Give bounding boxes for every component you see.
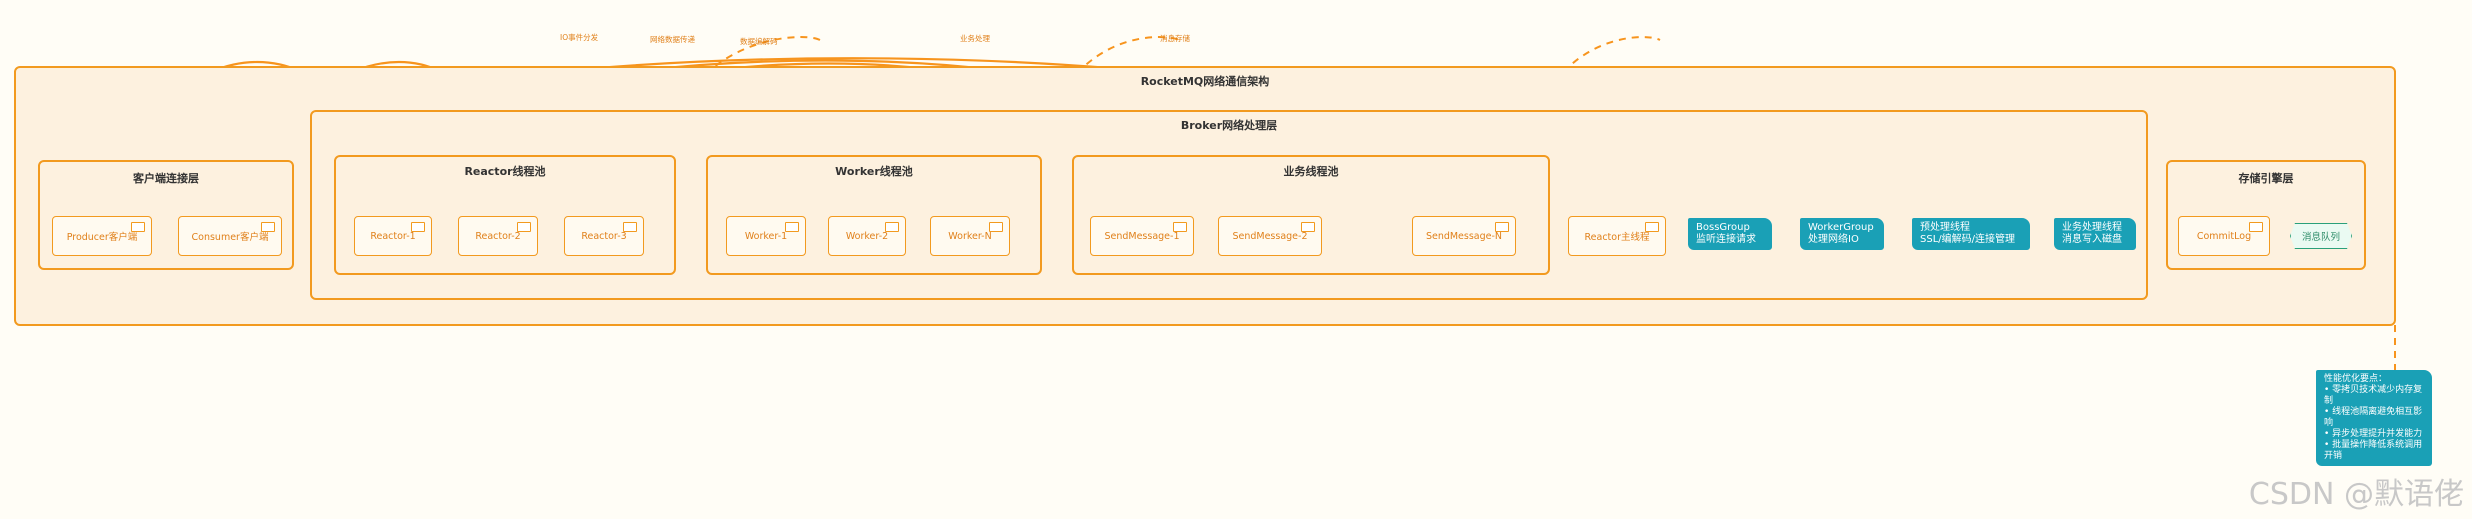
producer-client[interactable]: Producer客户端 [52,216,152,256]
note-line: • 批量操作降低系统调用开销 [2324,440,2423,461]
layer-worker-pool: Worker线程池 [706,155,1042,275]
worker-2[interactable]: Worker-2 [828,216,906,256]
component-label: Reactor-2 [475,230,521,242]
note-line: 预处理线程 [1920,222,1970,233]
note-line: 处理网络IO [1808,234,1859,245]
component-label: Producer客户端 [66,232,138,243]
edge-label: 消息存储 [1160,34,1190,43]
note-line: 监听连接请求 [1696,234,1756,245]
component-label: 消息队列 [2301,232,2340,243]
component-label: SendMessage-1 [1104,230,1180,242]
component-label: Reactor-3 [581,230,627,242]
component-label: Reactor-1 [370,230,416,242]
note-line: • 零拷贝技术减少内存复制 [2324,385,2423,406]
component-icon [989,222,1003,232]
component-icon [623,222,637,232]
consumer-client[interactable]: Consumer客户端 [178,216,282,256]
note-line: • 异步处理提升并发能力 [2324,429,2423,439]
component-icon [1495,222,1509,232]
note-line: 消息写入磁盘 [2062,234,2122,245]
send-message-1[interactable]: SendMessage-1 [1090,216,1194,256]
reactor-1[interactable]: Reactor-1 [354,216,432,256]
component-icon [885,222,899,232]
edge-label: 业务处理 [960,34,990,43]
note-line: 性能优化要点： [2324,374,2388,384]
reactor-main-thread[interactable]: Reactor主线程 [1568,216,1666,256]
layer-title: Broker网络处理层 [1180,119,1278,132]
worker-1[interactable]: Worker-1 [726,216,806,256]
component-label: CommitLog [2196,230,2252,242]
note-preprocess: 预处理线程 SSL/编解码/连接管理 [1912,218,2030,250]
component-label: Worker-1 [744,230,788,242]
component-label: SendMessage-2 [1232,230,1308,242]
component-icon [785,222,799,232]
send-message-n[interactable]: SendMessage-N [1412,216,1516,256]
component-label: SendMessage-N [1425,230,1503,242]
watermark: CSDN @默语佬 [2248,477,2464,512]
note-performance: 性能优化要点： • 零拷贝技术减少内存复制 • 线程池隔离避免相互影响 • 异步… [2316,370,2432,466]
layer-title: 业务线程池 [1283,165,1339,178]
component-label: Worker-2 [845,230,889,242]
note-line: BossGroup [1696,222,1750,233]
layer-reactor-pool: Reactor线程池 [334,155,676,275]
component-label: Reactor主线程 [1584,232,1650,243]
edge-label: IO事件分发 [560,33,599,42]
layer-title: 客户端连接层 [133,172,199,185]
component-icon [517,222,531,232]
send-message-2[interactable]: SendMessage-2 [1218,216,1322,256]
note-line: 业务处理线程 [2062,222,2122,233]
layer-title: 存储引擎层 [2238,172,2294,185]
note-bossgroup: BossGroup 监听连接请求 [1688,218,1772,250]
worker-n[interactable]: Worker-N [930,216,1010,256]
reactor-2[interactable]: Reactor-2 [458,216,538,256]
component-icon [411,222,425,232]
component-icon [1173,222,1187,232]
note-business: 业务处理线程 消息写入磁盘 [2054,218,2136,250]
reactor-3[interactable]: Reactor-3 [564,216,644,256]
layer-business-pool: 业务线程池 [1072,155,1550,275]
note-workergroup: WorkerGroup 处理网络IO [1800,218,1884,250]
component-icon [1301,222,1315,232]
component-icon [261,222,275,232]
note-line: WorkerGroup [1808,222,1874,233]
component-icon [2249,222,2263,232]
component-icon [1645,222,1659,232]
layer-title: RocketMQ网络通信架构 [1140,75,1270,88]
note-line: SSL/编解码/连接管理 [1920,234,2016,245]
edge-label: 网络数据传递 [650,35,695,44]
component-label: Consumer客户端 [191,232,269,243]
component-icon [131,222,145,232]
message-queue[interactable]: 消息队列 [2290,223,2352,249]
note-line: • 线程池隔离避免相互影响 [2324,407,2423,428]
layer-title: Worker线程池 [835,165,913,178]
commitlog[interactable]: CommitLog [2178,216,2270,256]
component-label: Worker-N [948,230,992,242]
edge-label: 数据编解码 [740,37,778,46]
layer-title: Reactor线程池 [464,165,546,178]
